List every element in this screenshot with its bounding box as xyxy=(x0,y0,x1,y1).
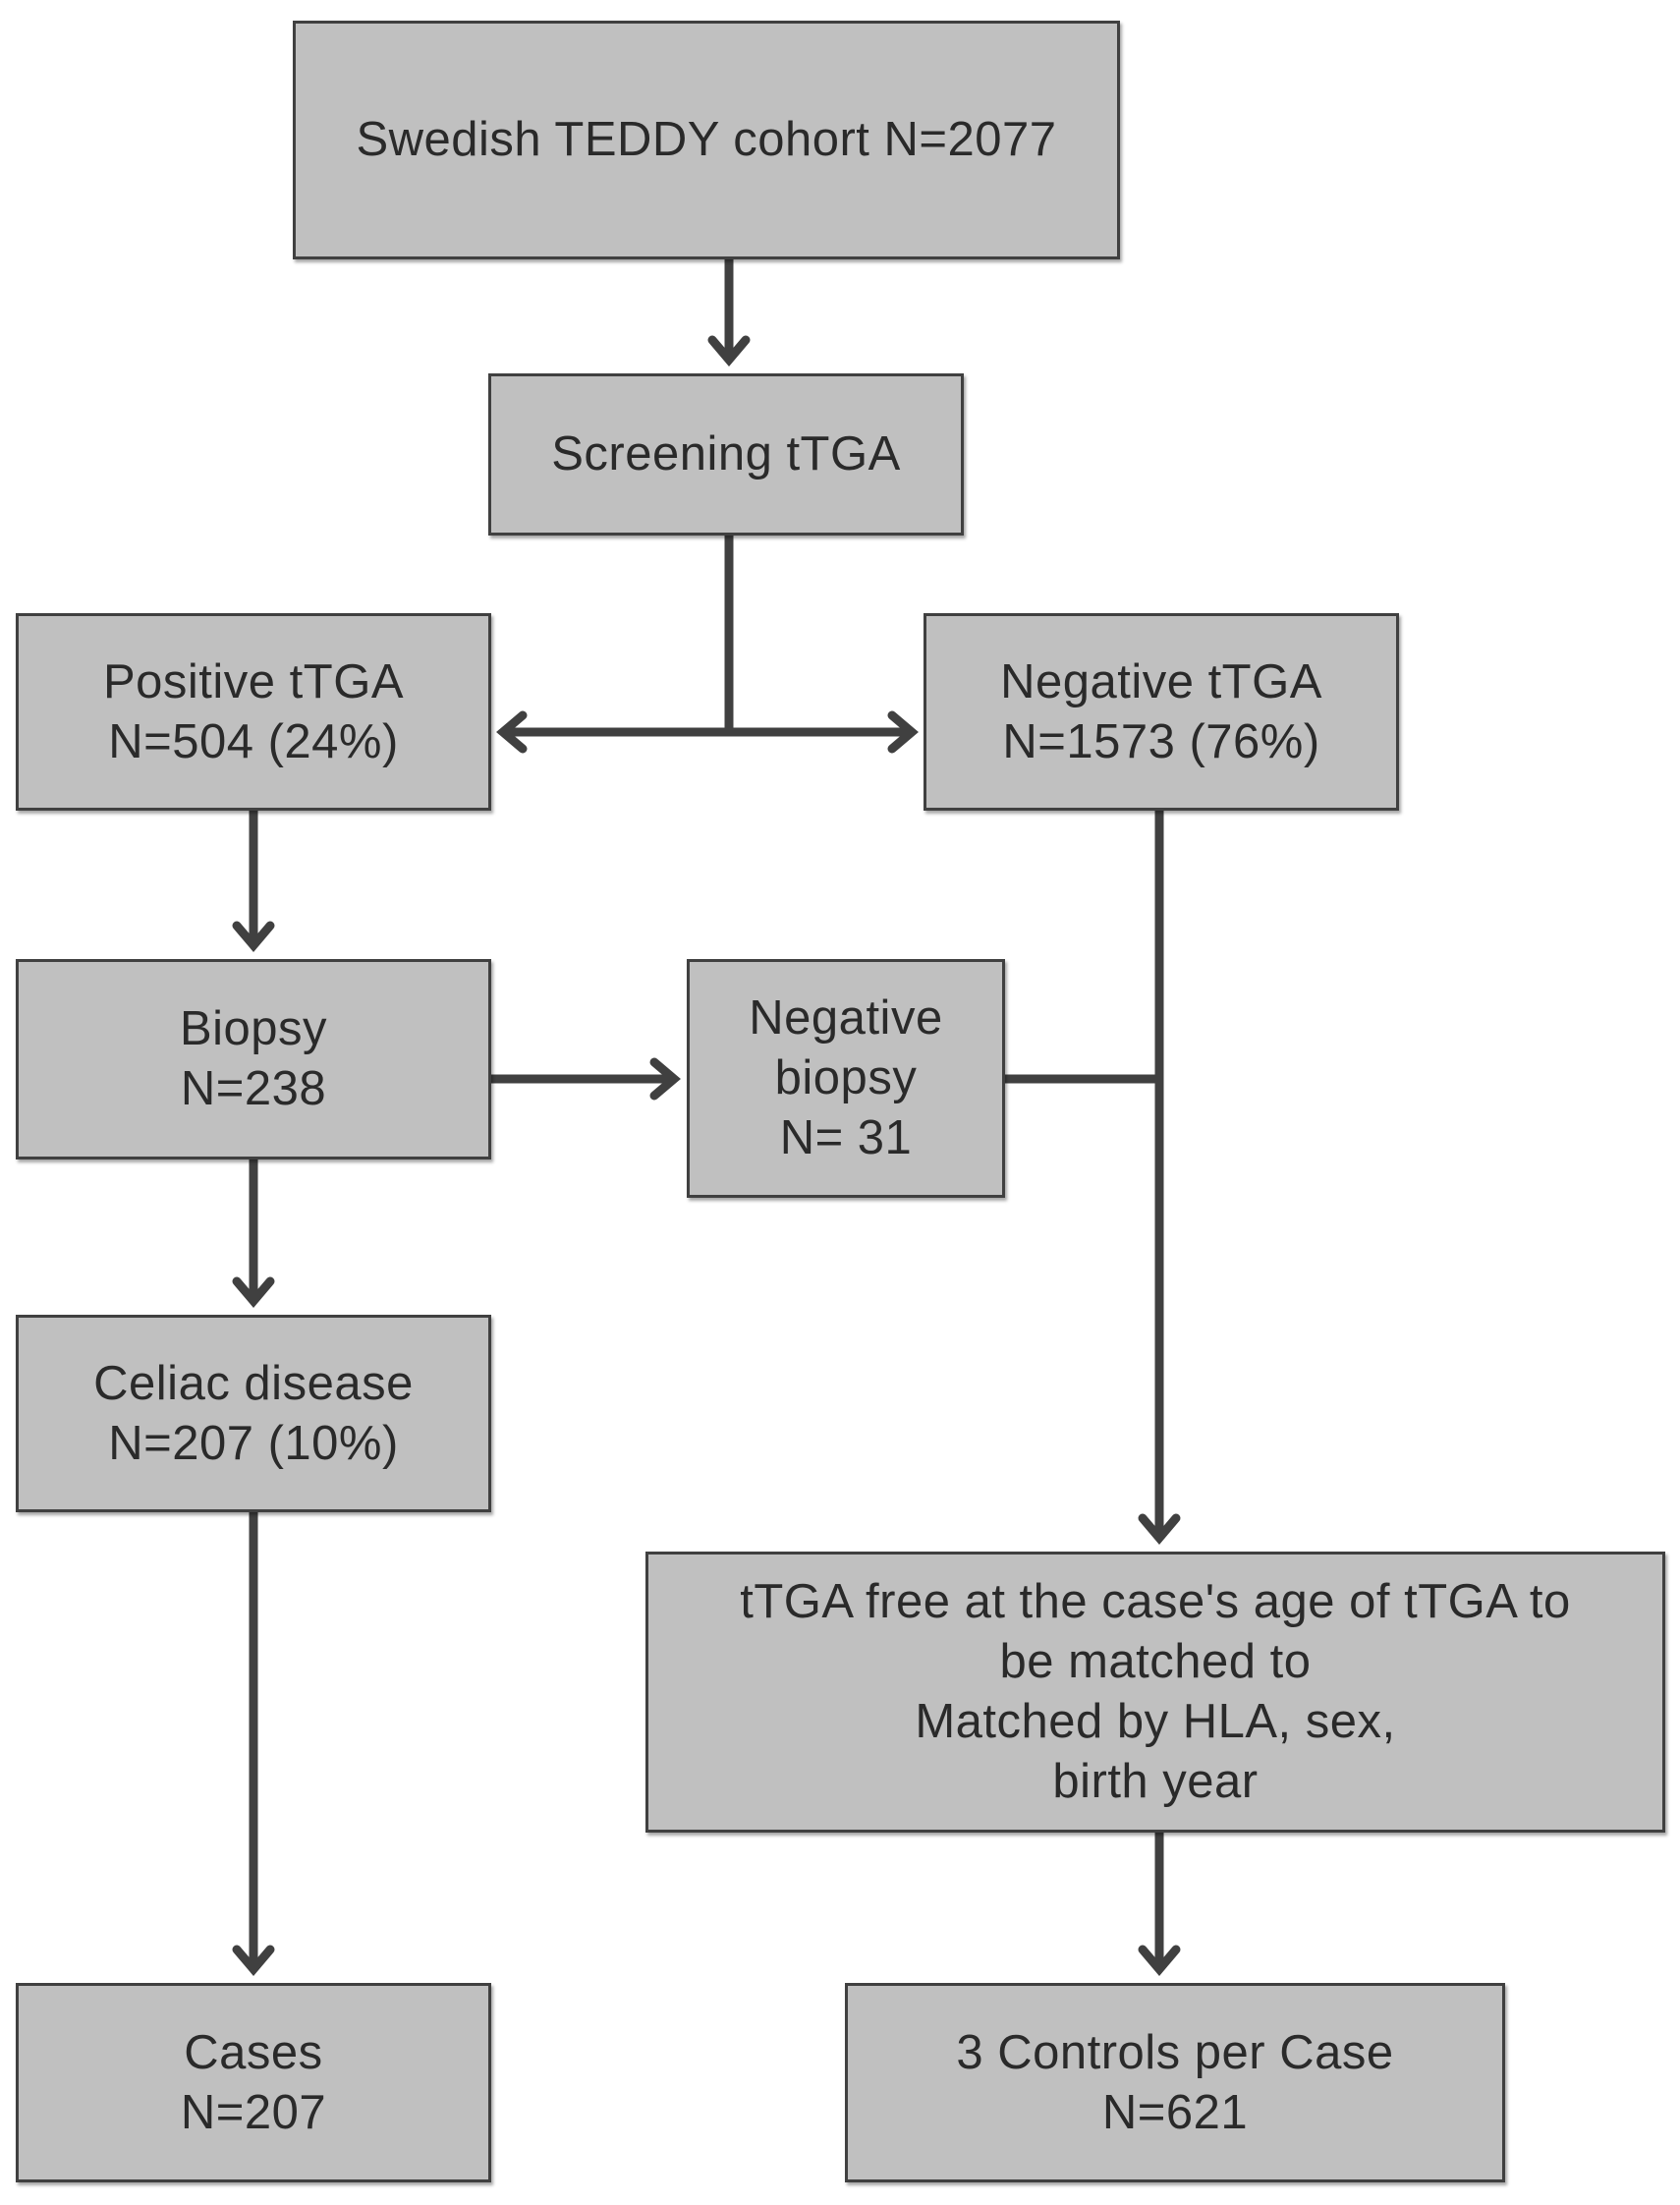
screening-label: Screening tTGA xyxy=(551,427,901,481)
biopsy-node: Biopsy N=238 xyxy=(16,959,491,1159)
arrowhead-criteria xyxy=(1138,1513,1181,1545)
arrowhead-biopsy xyxy=(232,921,275,952)
arrowhead-negative xyxy=(887,710,919,754)
biopsy-label: Biopsy N=238 xyxy=(179,1002,328,1115)
control-criteria-label: tTGA free at the case's age of tTGA to b… xyxy=(740,1575,1571,1808)
cohort-node: Swedish TEDDY cohort N=2077 xyxy=(293,21,1120,259)
arrowhead-positive xyxy=(496,710,528,754)
negative-biopsy-node: Negative biopsy N= 31 xyxy=(687,959,1005,1198)
positive-ttga-node: Positive tTGA N=504 (24%) xyxy=(16,613,491,811)
celiac-disease-label: Celiac disease N=207 (10%) xyxy=(93,1356,414,1470)
controls-label: 3 Controls per Case N=621 xyxy=(956,2025,1394,2139)
cases-node: Cases N=207 xyxy=(16,1983,491,2182)
negative-ttga-label: Negative tTGA N=1573 (76%) xyxy=(1000,654,1322,768)
cohort-label: Swedish TEDDY cohort N=2077 xyxy=(356,113,1057,166)
negative-biopsy-label: Negative biopsy N= 31 xyxy=(749,991,943,1164)
arrowhead-negative-biopsy xyxy=(649,1057,681,1101)
celiac-disease-node: Celiac disease N=207 (10%) xyxy=(16,1315,491,1512)
arrowhead-celiac xyxy=(232,1276,275,1308)
negative-ttga-node: Negative tTGA N=1573 (76%) xyxy=(924,613,1399,811)
screening-node: Screening tTGA xyxy=(488,373,964,536)
arrowhead-controls xyxy=(1138,1945,1181,1976)
control-criteria-node: tTGA free at the case's age of tTGA to b… xyxy=(645,1552,1665,1833)
cases-label: Cases N=207 xyxy=(180,2025,327,2139)
arrowhead-cases xyxy=(232,1945,275,1976)
controls-node: 3 Controls per Case N=621 xyxy=(845,1983,1505,2182)
arrowhead-screening xyxy=(707,335,751,367)
positive-ttga-label: Positive tTGA N=504 (24%) xyxy=(102,654,405,768)
